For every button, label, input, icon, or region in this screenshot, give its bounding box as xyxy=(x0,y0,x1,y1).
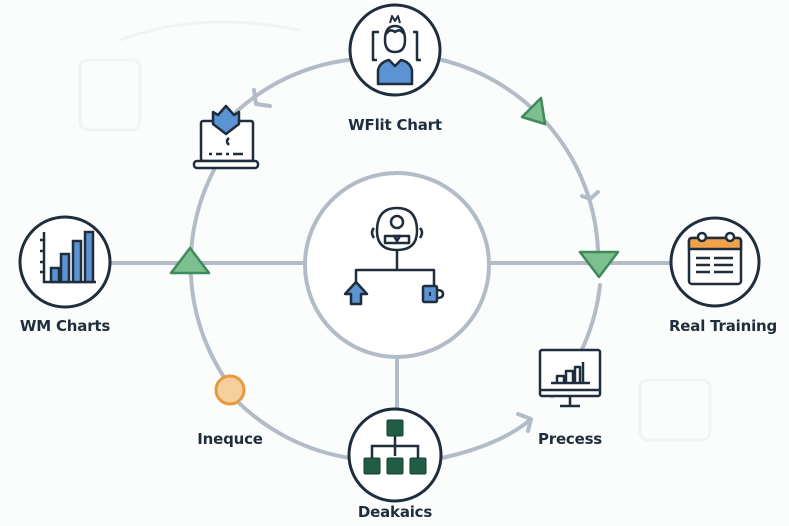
org-structure-person-icon xyxy=(343,206,445,306)
node-real-training[interactable] xyxy=(669,216,761,308)
node-wm-charts-label: WM Charts xyxy=(19,317,111,335)
inequce-satellite[interactable] xyxy=(214,374,246,406)
ring-arc-left-bottom xyxy=(236,400,352,460)
right-triangle-marker xyxy=(578,250,620,279)
ring-arc-top-right xyxy=(440,58,600,252)
laptop-satellite[interactable] xyxy=(192,104,260,170)
person-icon xyxy=(371,15,421,86)
ring-arc-top-left xyxy=(234,58,350,114)
precess-satellite[interactable] xyxy=(538,348,602,408)
bar-chart-icon xyxy=(40,230,96,284)
hierarchy-icon xyxy=(363,419,427,475)
inequce-label: Inequce xyxy=(197,430,263,448)
ring-arrowheads xyxy=(252,88,600,433)
arrowhead-right xyxy=(580,190,600,201)
center-hub[interactable] xyxy=(303,171,491,359)
top-right-triangle-marker xyxy=(520,96,547,126)
node-real-training-label: Real Training xyxy=(668,317,778,335)
arrowhead-bottom-right xyxy=(516,412,533,433)
orange-dot-icon[interactable] xyxy=(214,374,246,406)
ring-arc-laptop-left xyxy=(188,168,228,382)
outer-ring xyxy=(188,58,602,460)
triangle-markers xyxy=(169,96,620,279)
calendar-icon xyxy=(687,231,743,286)
left-triangle-marker xyxy=(169,246,211,275)
arrowhead-top-left xyxy=(252,88,272,108)
connector-lines xyxy=(110,261,673,411)
node-wflit-chart-label: WFlit Chart xyxy=(348,116,442,134)
background-ghost-shapes xyxy=(78,20,712,442)
node-deakaics[interactable] xyxy=(347,407,443,503)
node-wm-charts[interactable] xyxy=(18,215,112,309)
laptop-bookmark-icon xyxy=(192,104,260,170)
node-deakaics-label: Deakaics xyxy=(357,503,433,521)
ring-arc-bottom-right xyxy=(440,418,532,460)
precess-label: Precess xyxy=(537,430,603,448)
node-wflit-chart[interactable] xyxy=(348,3,442,97)
monitor-chart-icon xyxy=(538,348,602,408)
